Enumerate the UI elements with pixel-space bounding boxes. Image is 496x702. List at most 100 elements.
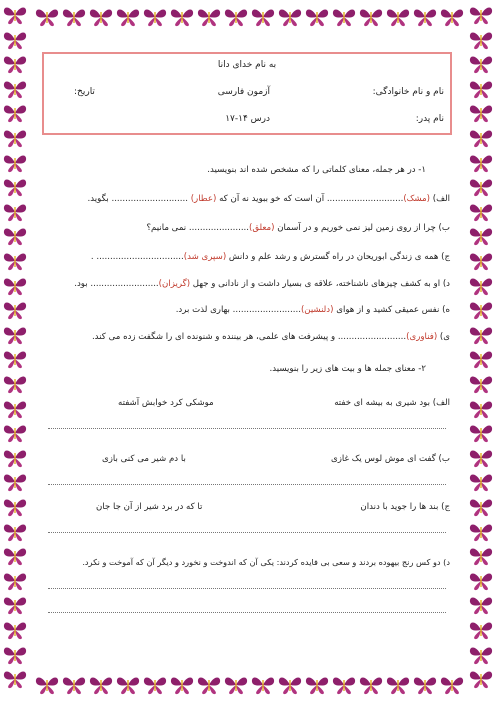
q2-verse2-right: ب) گفت ای موش لوس یک غازی bbox=[331, 454, 450, 464]
butterfly-icon bbox=[3, 376, 27, 394]
butterfly-icon bbox=[469, 548, 493, 566]
butterfly-icon bbox=[469, 671, 493, 689]
butterfly-icon bbox=[3, 671, 27, 689]
butterfly-icon bbox=[62, 677, 86, 695]
butterfly-icon bbox=[413, 9, 437, 27]
butterfly-icon bbox=[469, 647, 493, 664]
q1-b-end: ...................... نمی مانیم؟ bbox=[146, 223, 250, 233]
q1-e-end: ......................... بهاری لذت برد. bbox=[175, 305, 301, 315]
subject-title: آزمون فارسی bbox=[217, 87, 270, 97]
q1-a-mid: ............................ آن است که خ… bbox=[216, 194, 404, 204]
butterfly-icon bbox=[469, 81, 493, 98]
butterfly-icon bbox=[116, 677, 140, 695]
q1-d-end: ......................... بود. bbox=[74, 279, 159, 289]
q1-f-prefix: ی) bbox=[437, 332, 450, 342]
answer-line[interactable] bbox=[48, 428, 446, 429]
butterfly-icon bbox=[3, 278, 27, 295]
butterfly-icon bbox=[469, 524, 493, 541]
butterfly-icon bbox=[3, 499, 27, 517]
butterfly-icon bbox=[3, 597, 27, 615]
invocation: به نام خدای دانا bbox=[217, 60, 277, 70]
butterfly-icon bbox=[469, 32, 493, 49]
answer-line[interactable] bbox=[48, 484, 446, 485]
q1-a-prefix: الف) bbox=[430, 194, 450, 204]
q1-e-prefix: ه) نفس عمیقی کشید و از هوای bbox=[333, 305, 450, 315]
butterfly-icon bbox=[440, 677, 464, 695]
butterfly-icon bbox=[332, 9, 356, 27]
q2-verse3-left: تا که در برد شیر از آن جا جان bbox=[96, 502, 203, 512]
bottom-border bbox=[30, 668, 466, 702]
name-label: نام و نام خانوادگی: bbox=[372, 87, 444, 97]
answer-line[interactable] bbox=[48, 588, 446, 589]
butterfly-icon bbox=[469, 253, 493, 271]
butterfly-icon bbox=[469, 425, 493, 443]
butterfly-icon bbox=[469, 7, 493, 25]
butterfly-icon bbox=[359, 677, 383, 695]
butterfly-icon bbox=[197, 9, 221, 27]
q1-item-e: ه) نفس عمیقی کشید و از هوای (دلنشین)....… bbox=[176, 305, 450, 315]
butterfly-icon bbox=[278, 9, 302, 27]
butterfly-icon bbox=[469, 228, 493, 246]
butterfly-icon bbox=[3, 130, 27, 148]
butterfly-icon bbox=[3, 56, 27, 74]
butterfly-icon bbox=[224, 9, 248, 27]
q1-item-d: د) او به کشف چیزهای ناشناخته، علاقه ی بس… bbox=[74, 279, 450, 289]
butterfly-icon bbox=[469, 499, 493, 517]
top-border bbox=[30, 0, 466, 34]
butterfly-icon bbox=[469, 155, 493, 172]
q2-verse2-left: با دم شیر می کنی بازی bbox=[102, 454, 186, 464]
q1-b-word: (معلق) bbox=[249, 223, 275, 233]
butterfly-icon bbox=[3, 524, 27, 541]
butterfly-icon bbox=[3, 105, 27, 123]
butterfly-icon bbox=[469, 622, 493, 640]
butterfly-icon bbox=[3, 32, 27, 49]
butterfly-icon bbox=[469, 56, 493, 74]
q1-a-end: ............................ بگوید. bbox=[87, 194, 191, 204]
butterfly-icon bbox=[440, 9, 464, 27]
q1-c-word: (سپری شد) bbox=[183, 252, 227, 262]
butterfly-icon bbox=[3, 548, 27, 566]
butterfly-icon bbox=[3, 647, 27, 664]
q1-f-word: (فناوری) bbox=[406, 332, 438, 342]
butterfly-icon bbox=[89, 9, 113, 27]
butterfly-icon bbox=[469, 105, 493, 123]
butterfly-icon bbox=[305, 9, 329, 27]
butterfly-icon bbox=[359, 9, 383, 27]
butterfly-icon bbox=[469, 376, 493, 394]
q2-item-d: د) دو کس رنج بیهوده بردند و سعی بی فایده… bbox=[82, 557, 450, 567]
q1-a-word1: (مشک) bbox=[403, 194, 430, 204]
q2-verse1-right: الف) بود شیری به بیشه ای خفته bbox=[334, 398, 450, 408]
butterfly-icon bbox=[224, 677, 248, 695]
q1-d-prefix: د) او به کشف چیزهای ناشناخته، علاقه ی بس… bbox=[190, 279, 450, 289]
butterfly-icon bbox=[469, 597, 493, 615]
butterfly-icon bbox=[3, 622, 27, 640]
q1-f-end: ......................... و پیشرفت های ع… bbox=[91, 332, 407, 342]
butterfly-icon bbox=[89, 677, 113, 695]
butterfly-icon bbox=[3, 450, 27, 467]
butterfly-icon bbox=[3, 155, 27, 172]
butterfly-icon bbox=[469, 573, 493, 590]
butterfly-icon bbox=[143, 9, 167, 27]
answer-line[interactable] bbox=[48, 532, 446, 533]
butterfly-icon bbox=[251, 9, 275, 27]
butterfly-icon bbox=[386, 9, 410, 27]
butterfly-icon bbox=[469, 130, 493, 148]
q1-title: ۱- در هر جمله، معنای کلماتی را که مشخص ش… bbox=[207, 165, 426, 175]
butterfly-icon bbox=[469, 327, 493, 344]
butterfly-icon bbox=[3, 401, 27, 418]
butterfly-icon bbox=[35, 9, 59, 27]
butterfly-icon bbox=[251, 677, 275, 695]
q1-c-end: ................................ . bbox=[90, 252, 184, 262]
answer-line[interactable] bbox=[48, 612, 446, 613]
butterfly-icon bbox=[3, 425, 27, 443]
butterfly-icon bbox=[3, 253, 27, 271]
q2-verse3-right: ج) بند ها را جوید با دندان bbox=[360, 502, 450, 512]
butterfly-icon bbox=[3, 179, 27, 197]
q2-title: ۲- معنای جمله ها و بیت های زیر را بنویسی… bbox=[269, 364, 426, 374]
butterfly-icon bbox=[3, 204, 27, 221]
butterfly-icon bbox=[469, 450, 493, 467]
butterfly-icon bbox=[3, 228, 27, 246]
q1-c-prefix: ج) همه ی زندگی ابوریحان در راه گسترش و ر… bbox=[226, 252, 450, 262]
butterfly-icon bbox=[469, 351, 493, 369]
